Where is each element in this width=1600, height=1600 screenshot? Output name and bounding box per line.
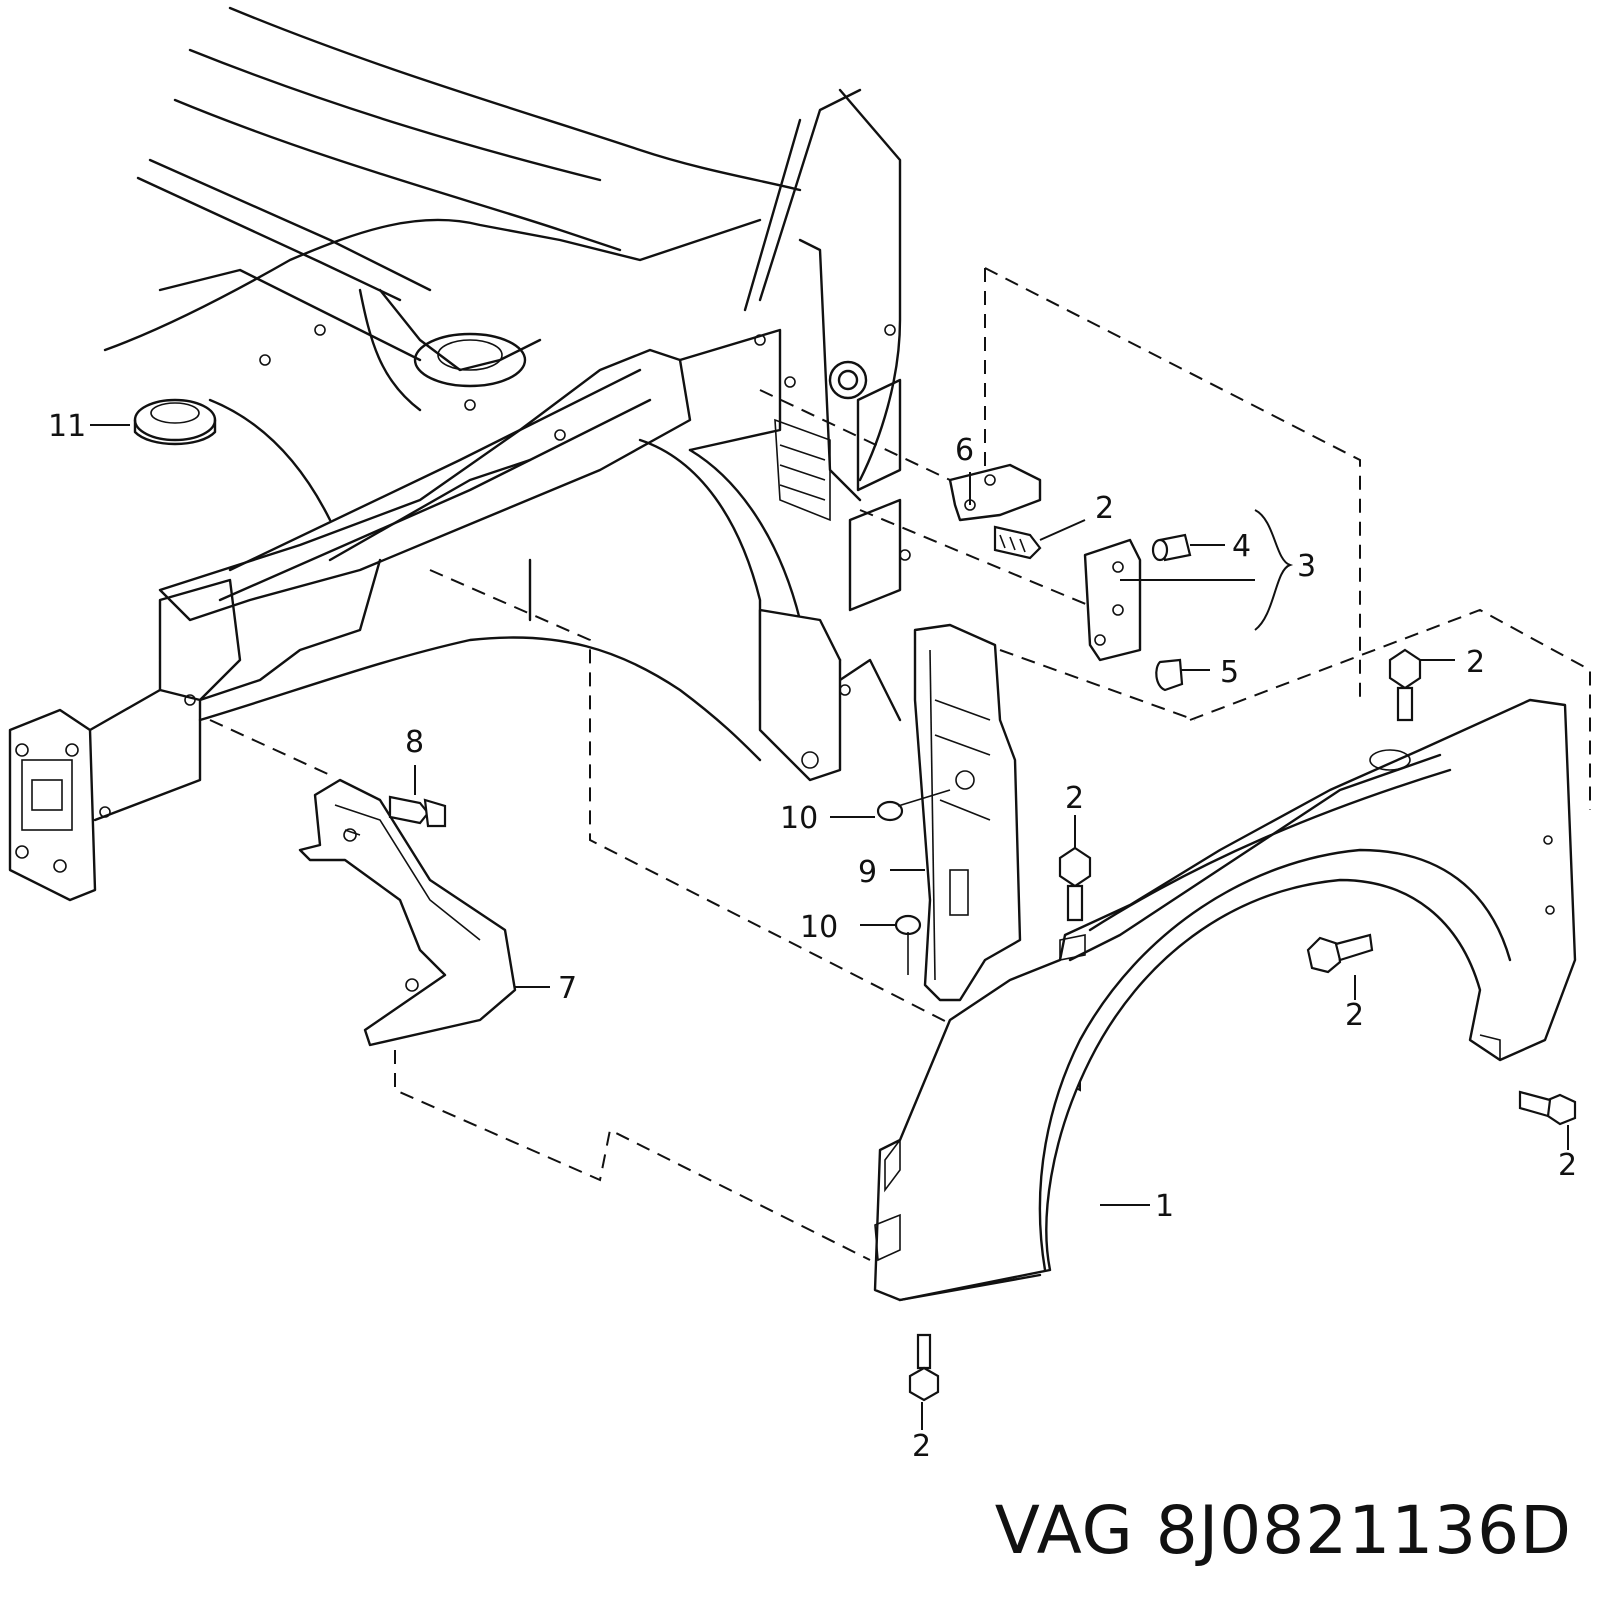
part-4-nut: [1151, 533, 1192, 562]
part-number-caption: VAG 8J0821136D: [994, 1492, 1572, 1569]
part-10-clip-lower: [894, 914, 922, 975]
callout-8: 8: [405, 725, 424, 760]
callout-labels: 11 6 2 4 3 5 2 8 2 10 9 10 7 2 1 2 2: [48, 409, 1577, 1464]
callout-4: 4: [1232, 529, 1251, 564]
callout-2b: 2: [1466, 645, 1485, 680]
part-2-bolt-f: [908, 1333, 940, 1402]
part-1-fender: [873, 698, 1577, 1302]
leader-lines: [90, 424, 1569, 1430]
callout-3: 3: [1297, 549, 1316, 584]
callout-11: 11: [48, 409, 86, 444]
part-7-bracket: [298, 778, 517, 1047]
callout-7: 7: [558, 971, 577, 1006]
callout-1: 1: [1155, 1189, 1174, 1224]
callout-5: 5: [1220, 655, 1239, 690]
part-2-bolt-a: [993, 525, 1042, 560]
part-5-clip: [1155, 658, 1184, 692]
callout-10b: 10: [800, 910, 838, 945]
part-3-bracket: [1083, 538, 1142, 662]
part-2-bolt-d: [1306, 933, 1374, 974]
part-2-bolt-e: [1518, 1090, 1577, 1126]
callout-2f: 2: [912, 1429, 931, 1464]
assembly-lines: [209, 267, 1591, 1261]
callout-10a: 10: [780, 801, 818, 836]
part-6-bracket: [948, 463, 1042, 522]
callout-6: 6: [955, 433, 974, 468]
part-2-bolt-c: [1058, 846, 1092, 922]
part-10-clip-upper: [876, 789, 951, 822]
part-2-bolt-b: [1388, 648, 1422, 722]
callout-2a: 2: [1095, 491, 1114, 526]
part-8-bolt: [388, 795, 447, 828]
callout-9: 9: [858, 855, 877, 890]
callout-2c: 2: [1065, 781, 1084, 816]
part-9-panel: [913, 623, 1022, 1002]
body-structure: [8, 6, 911, 902]
callout-2e: 2: [1558, 1148, 1577, 1183]
part-11-grommet: [133, 398, 217, 446]
callout-2d: 2: [1345, 998, 1364, 1033]
